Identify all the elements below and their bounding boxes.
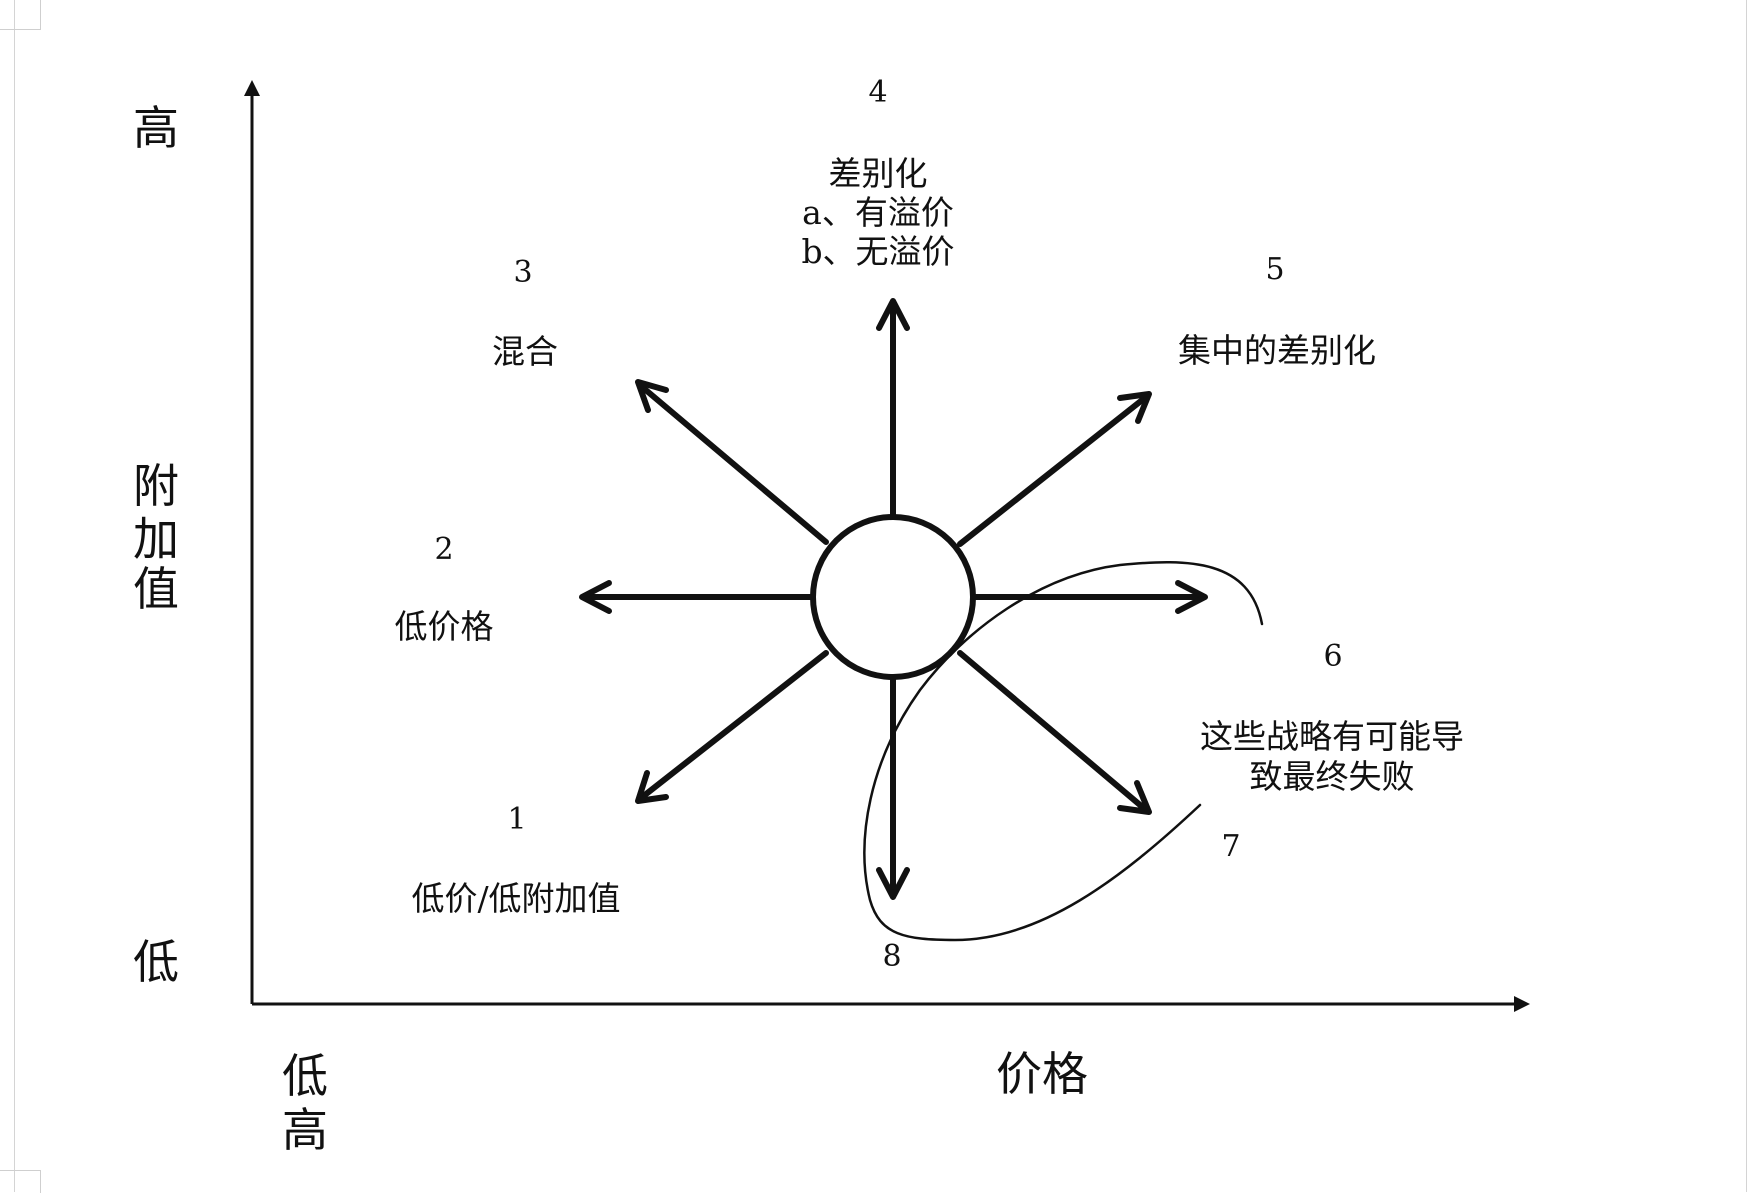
axes <box>244 80 1530 1012</box>
strategy-6-number: 6 <box>1323 639 1342 674</box>
strategy-7-number: 7 <box>1221 829 1240 864</box>
strategy-4-option-b: b、无溢价 <box>801 232 954 271</box>
arrow-up-right <box>957 391 1152 547</box>
axis-labels: 高 附 加 值 低 低 高 价格 <box>133 101 1088 1157</box>
center-hub-circle <box>810 514 976 680</box>
strategy-5-label: 集中的差别化 <box>1178 331 1376 370</box>
y-axis-title-char-1: 附 <box>133 459 179 513</box>
arrow-down-left <box>635 650 829 804</box>
strategy-1-number: 1 <box>507 802 526 837</box>
top-left-crop-mark <box>0 0 41 30</box>
x-axis-high-label: 高 <box>282 1103 328 1157</box>
page-left-edge <box>14 0 15 1192</box>
arrow-down <box>876 676 910 900</box>
strategy-3-label: 混合 <box>492 332 558 371</box>
x-axis-arrowhead <box>1514 996 1530 1012</box>
y-axis-high-label: 高 <box>133 101 179 155</box>
y-axis-low-label: 低 <box>133 935 179 989</box>
arrow-down-right <box>957 650 1152 815</box>
y-axis-arrowhead <box>244 80 260 96</box>
arrow-left <box>579 580 814 614</box>
x-axis-low-label: 低 <box>282 1049 328 1103</box>
strategy-2-label: 低价格 <box>395 607 494 646</box>
strategy-4-label: 差别化 <box>829 154 928 193</box>
arrow-right <box>972 580 1208 614</box>
failure-note-line-2: 致最终失败 <box>1250 757 1415 796</box>
page-right-edge <box>1746 0 1747 1192</box>
spoke-arrows <box>579 298 1208 900</box>
strategy-3-number: 3 <box>513 255 532 290</box>
strategy-5-number: 5 <box>1265 252 1284 287</box>
y-axis-title-char-3: 值 <box>133 562 179 616</box>
failure-zone-loop <box>863 561 1264 942</box>
x-axis-title: 价格 <box>996 1047 1088 1101</box>
failure-note-line-1: 这些战略有可能导 <box>1200 717 1464 756</box>
bottom-left-crop-mark <box>0 1170 41 1193</box>
strategy-8-number: 8 <box>882 939 901 974</box>
y-axis-title-char-2: 加 <box>133 512 179 566</box>
strategy-4-option-a: a、有溢价 <box>802 193 954 232</box>
strategy-2-number: 2 <box>434 532 453 567</box>
strategy-4-number: 4 <box>868 75 887 110</box>
strategy-1-label: 低价/低附加值 <box>411 879 620 918</box>
arrow-up <box>876 298 910 518</box>
arrow-up-left <box>635 379 829 545</box>
